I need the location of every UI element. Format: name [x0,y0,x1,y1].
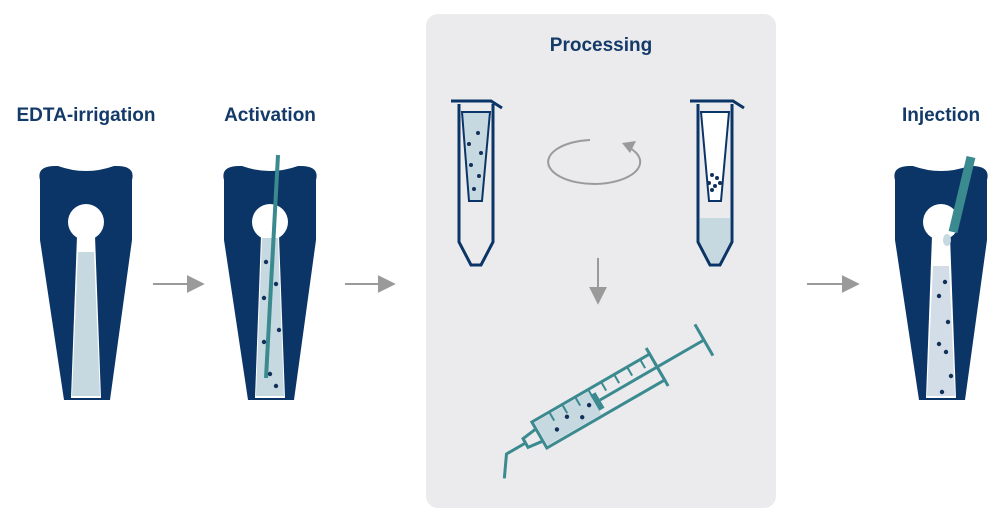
tooth-activation [223,154,317,400]
particles [936,279,954,395]
tube-pellet-icon [690,99,745,267]
centrifuge-rotation-icon [547,139,642,185]
label-injection: Injection [901,105,981,126]
label-processing: Processing [549,35,653,56]
tooth-edta [39,165,133,400]
activation-file-icon [264,154,280,379]
canal-irrigant [72,252,100,396]
tooth-injection [894,155,988,400]
label-edta-irrigation: EDTA-irrigation [16,105,156,126]
injection-tip-icon [948,155,976,234]
tube-sample-icon [451,99,503,267]
syringe-icon [502,323,715,479]
label-activation: Activation [224,105,316,126]
particles [261,259,282,389]
